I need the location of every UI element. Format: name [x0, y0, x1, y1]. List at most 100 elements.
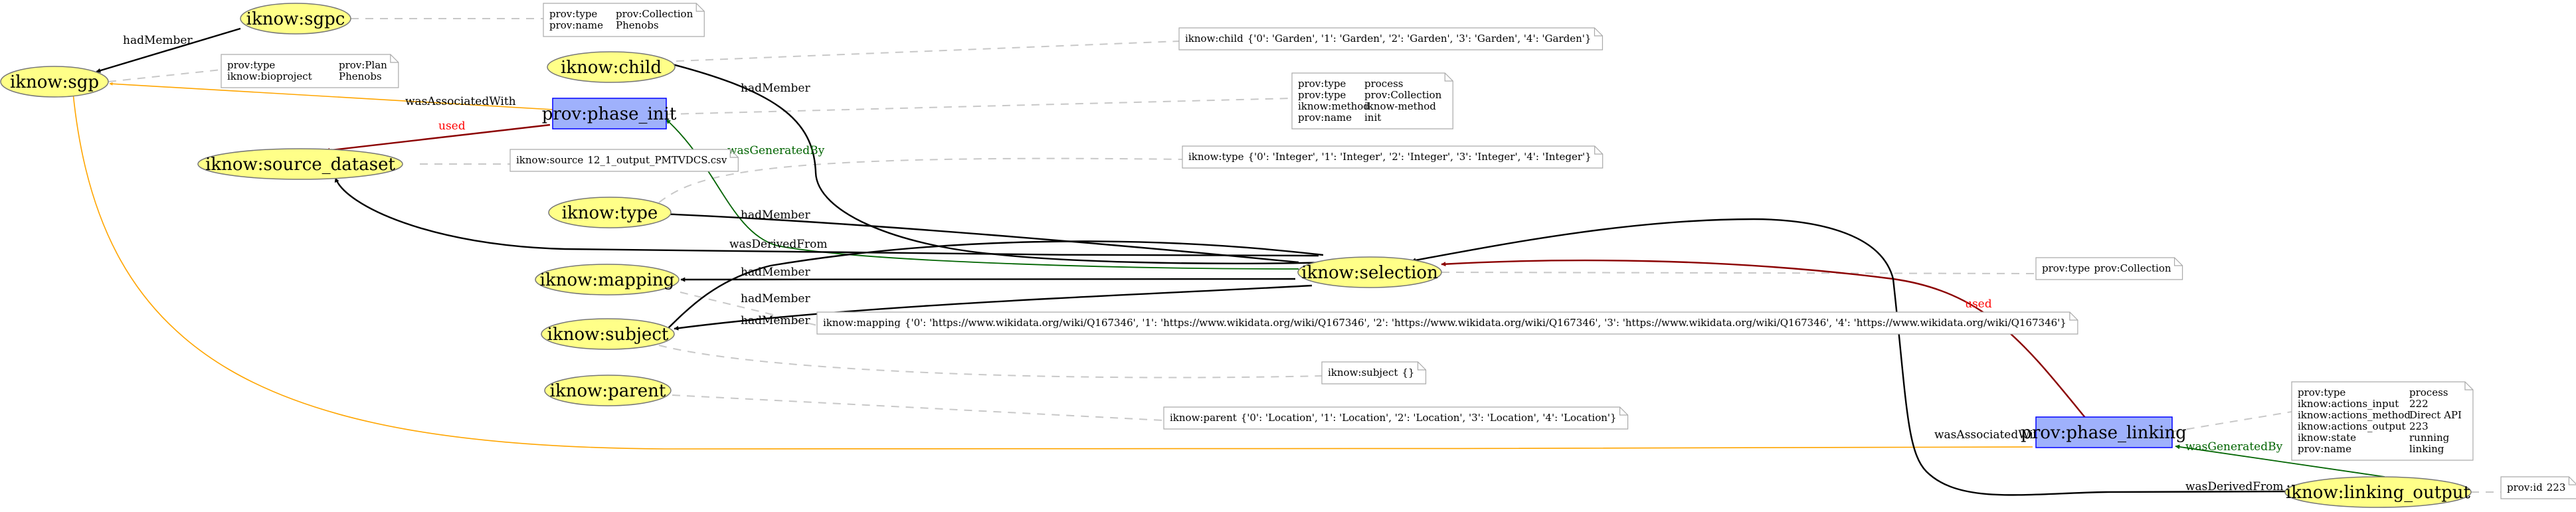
node-child[interactable]: iknow:child	[547, 51, 676, 83]
node-label-source-dataset: iknow:source_dataset	[205, 155, 395, 175]
note-value: process	[2409, 386, 2448, 398]
note-child: iknow:child {'0': 'Garden', '1': 'Garden'…	[1178, 27, 1604, 50]
note-key: iknow:actions_output	[2298, 420, 2406, 432]
note-box	[2500, 476, 2576, 499]
edge-label-linking-derived: wasDerivedFrom	[2185, 480, 2284, 493]
edge-label-init-generated: wasGeneratedBy	[727, 144, 825, 157]
edge-label-subject-member-1: hadMember	[741, 292, 810, 305]
note-link-phase-init	[666, 98, 1293, 115]
node-label-sgpc: iknow:sgpc	[246, 9, 345, 29]
node-label-subject: iknow:subject	[547, 325, 669, 345]
note-box	[543, 3, 705, 37]
note-value: init	[1364, 112, 1381, 124]
note-value: prov:Collection	[1364, 89, 1442, 101]
note-value: iknow-method	[1364, 100, 1436, 112]
edge-selection-subject-2	[660, 240, 1324, 336]
note-key: prov:type	[2042, 262, 2090, 274]
note-value: prov:Plan	[339, 59, 387, 71]
node-parent[interactable]: iknow:parent	[544, 375, 672, 406]
note-link-selection	[1441, 272, 2037, 274]
activity-nodes: prov:phase_init prov:phase_linking	[542, 98, 2187, 448]
note-box	[2035, 257, 2183, 280]
edge-linking-used-selection	[1441, 259, 2086, 419]
note-key: prov:type	[2298, 386, 2346, 398]
note-key: prov:type	[1298, 78, 1346, 90]
note-mapping: iknow:mapping{'0': 'https://www.wikidata…	[816, 311, 2078, 335]
note-value: prov:Collection	[616, 8, 693, 20]
node-mapping[interactable]: iknow:mapping	[535, 264, 680, 296]
note-link-mapping	[680, 292, 818, 326]
edge-selection-generated-init	[666, 119, 1299, 270]
note-value: running	[2409, 432, 2450, 444]
note-value: {}	[1402, 367, 1414, 379]
note-key: iknow:parent	[1170, 412, 1237, 424]
note-link-parent	[672, 394, 1164, 421]
note-value: prov:Collection	[2094, 262, 2171, 274]
node-type[interactable]: iknow:type	[548, 197, 672, 228]
node-selection[interactable]: iknow:selection	[1297, 256, 1442, 288]
node-linking-output[interactable]: iknow:linking_output	[2284, 476, 2472, 508]
note-value: Direct API	[2409, 409, 2462, 421]
note-key: iknow:mapping	[823, 317, 901, 329]
note-box	[816, 311, 2078, 335]
note-link-sgp	[108, 69, 222, 82]
note-box	[1321, 361, 1427, 384]
node-label-linking-output: iknow:linking_output	[2286, 483, 2471, 503]
note-key: prov:type	[1298, 89, 1346, 101]
note-subject: iknow:subject{}	[1321, 361, 1427, 384]
note-key: iknow:method	[1298, 100, 1370, 112]
edges	[71, 27, 2385, 496]
note-key: prov:name	[549, 19, 603, 31]
note-value: linking	[2409, 443, 2444, 455]
note-value: {'0': 'Location', '1': 'Location', '2': …	[1241, 412, 1617, 424]
node-label-parent: iknow:parent	[550, 381, 666, 401]
note-link-subject	[658, 345, 1323, 379]
node-label-sgp: iknow:sgp	[10, 72, 99, 92]
note-key: prov:type	[227, 59, 275, 71]
note-key: iknow:child	[1185, 33, 1243, 44]
edge-label-linking-used: used	[1965, 298, 1992, 311]
edge-linking-associated-sgp	[71, 92, 2033, 450]
edge-selection-subject-1	[674, 284, 1313, 331]
entity-nodes: iknow:sgpc iknow:sgp iknow:child iknow:s…	[0, 3, 2472, 508]
note-box	[1182, 145, 1604, 169]
edge-sgpc-sgp	[96, 27, 241, 73]
note-key: prov:name	[2298, 443, 2351, 455]
node-source-dataset[interactable]: iknow:source_dataset	[197, 148, 403, 180]
edge-label-sgpc-sgp: hadMember	[123, 34, 193, 47]
edge-labels: hadMember wasAssociatedWith used hadMemb…	[123, 34, 2284, 493]
note-key: prov:type	[549, 8, 597, 20]
edge-init-used-source	[325, 124, 551, 153]
note-key: prov:name	[1298, 112, 1352, 124]
edge-output-generated-linking	[2175, 444, 2385, 477]
edge-label-linking-associated: wasAssociatedWith	[1934, 428, 2045, 442]
node-label-type: iknow:type	[562, 203, 658, 223]
note-parent: iknow:parent {'0': 'Location', '1': 'Loca…	[1163, 406, 1629, 430]
note-value: {'0': 'Garden', '1': 'Garden', '2': 'Gar…	[1247, 33, 1592, 44]
edge-label-init-associated: wasAssociatedWith	[405, 95, 516, 108]
edge-selection-derived-source	[334, 177, 1319, 257]
edge-label-init-used: used	[438, 120, 466, 133]
note-box	[1178, 27, 1604, 50]
node-phase-linking[interactable]: prov:phase_linking	[2021, 416, 2187, 448]
edge-output-derived-selection	[1411, 218, 2286, 496]
node-subject[interactable]: iknow:subject	[541, 318, 675, 350]
node-sgp[interactable]: iknow:sgp	[0, 66, 109, 98]
node-sgpc[interactable]: iknow:sgpc	[240, 3, 351, 35]
note-value: Phenobs	[339, 70, 382, 82]
note-box	[2291, 381, 2474, 461]
note-value: 12_1_output_PMTVDCS.csv	[587, 154, 727, 166]
edge-init-associated-sgp	[109, 82, 553, 110]
note-box	[1291, 72, 1453, 129]
node-label-phase-linking: prov:phase_linking	[2021, 423, 2187, 443]
node-phase-init[interactable]: prov:phase_init	[542, 98, 677, 129]
note-box	[1163, 406, 1629, 430]
note-key: iknow:actions_method	[2298, 409, 2411, 421]
edge-label-linking-generated: wasGeneratedBy	[2185, 440, 2283, 454]
